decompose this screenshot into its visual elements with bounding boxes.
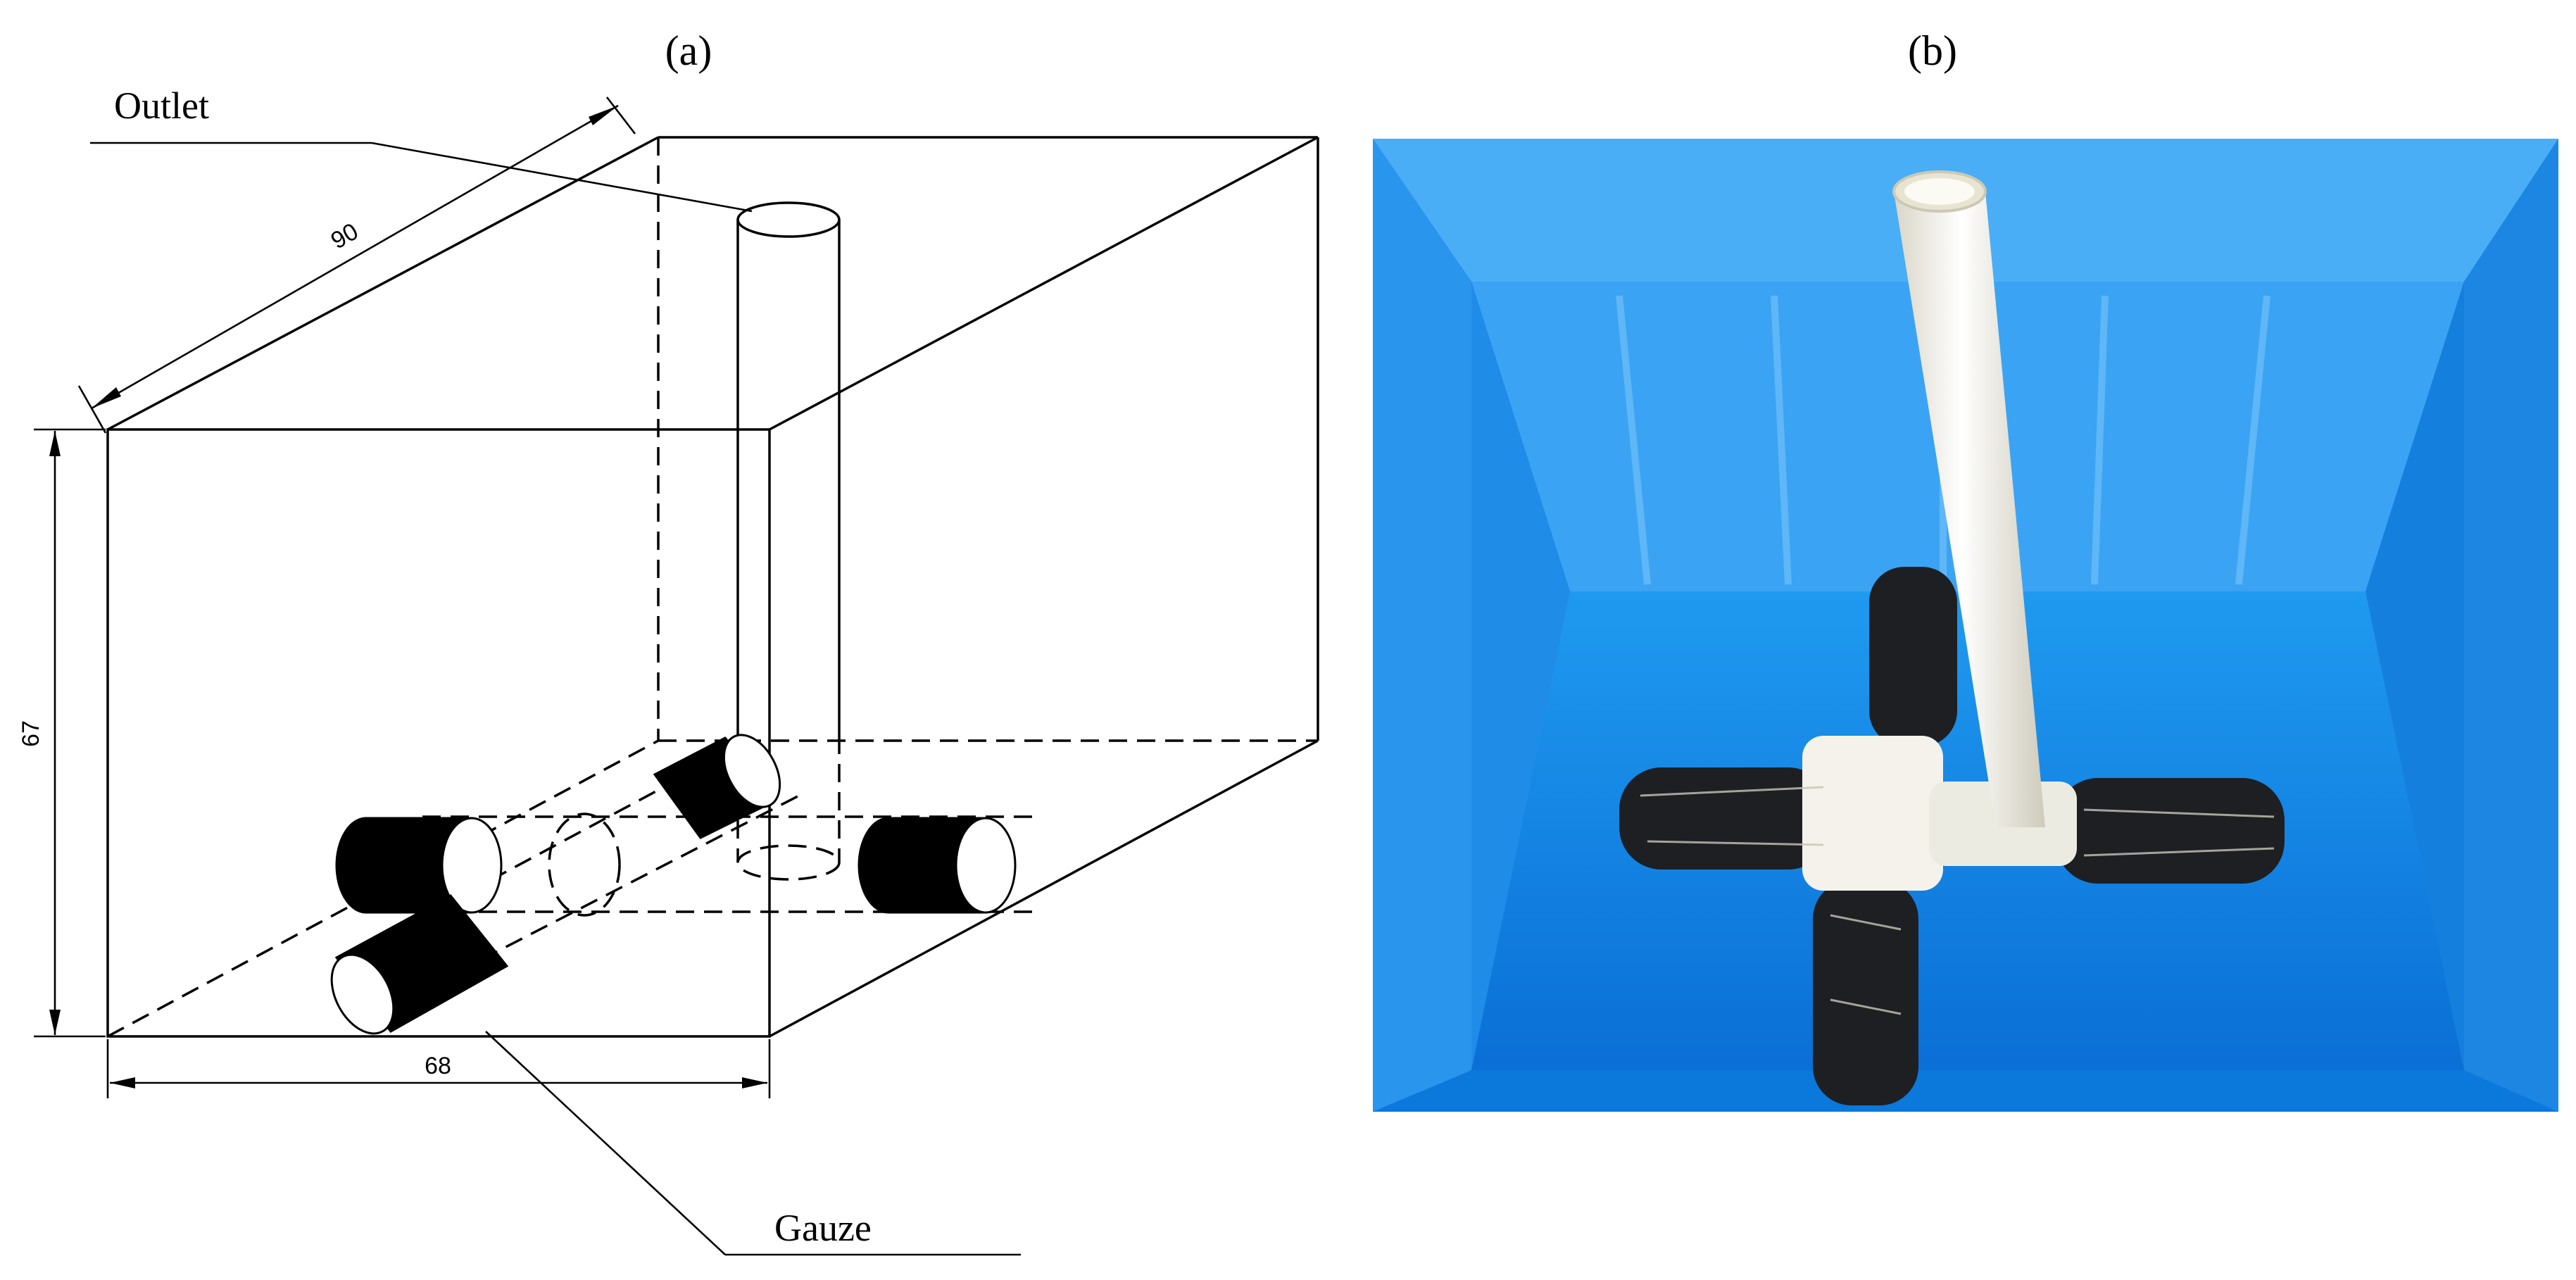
gauze-left-arm	[335, 817, 503, 914]
panel-b-label: (b)	[1908, 27, 1957, 74]
tank-wall-right	[2464, 139, 2558, 1112]
dimension-depth-value: 90	[327, 218, 363, 255]
gauze-back-arm	[653, 734, 781, 839]
box-outline	[106, 136, 1319, 1038]
dimension-height: 67	[18, 428, 106, 1038]
gauze-arm-front	[1813, 880, 1918, 1105]
box-hidden-edges	[107, 137, 1318, 1038]
technical-drawing: 90 67 68 Outlet	[18, 84, 1319, 1256]
cross-fitting	[1802, 736, 1943, 891]
gauze-front-arm	[330, 894, 509, 1035]
dimension-depth: 90	[77, 96, 636, 434]
photo-panel	[1373, 139, 2558, 1112]
gauze-arm-back	[1869, 567, 1957, 746]
tank-wall-left	[1373, 139, 1471, 1112]
dimension-width: 68	[106, 1039, 771, 1098]
dimension-height-value: 67	[18, 720, 44, 747]
photo-outlet-pipe	[1892, 170, 2045, 827]
gauze-callout: Gauze	[485, 1031, 1021, 1256]
gauze-label: Gauze	[774, 1207, 872, 1249]
gauze-arm-left	[1619, 767, 1830, 870]
outlet-label: Outlet	[114, 84, 209, 127]
gauze-right-arm	[857, 817, 1017, 914]
diffuser-cross	[1619, 567, 2285, 1105]
gauze-arm-right	[2056, 778, 2285, 884]
dimension-width-value: 68	[425, 1053, 451, 1079]
outlet-pipe	[736, 201, 841, 881]
outlet-callout: Outlet	[90, 84, 753, 213]
panel-a-label: (a)	[665, 27, 712, 74]
